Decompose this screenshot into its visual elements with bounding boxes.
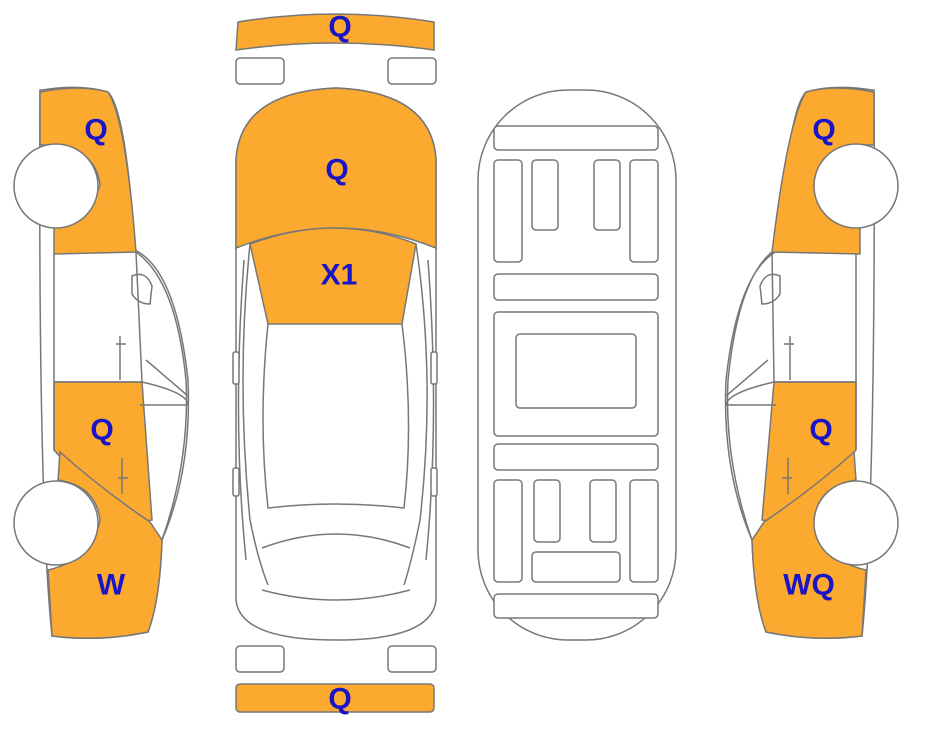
left-rear-quarter-label: W xyxy=(97,569,126,602)
floor-right-rail-front xyxy=(629,159,659,263)
floor-seat-rl xyxy=(533,479,561,543)
floor-right-rail-rear xyxy=(629,479,659,583)
right-mirror xyxy=(430,351,438,385)
floor-rear-bar xyxy=(493,593,659,619)
left-side-view: Q Q W xyxy=(13,86,190,639)
rear-bumper-label: Q xyxy=(328,683,351,716)
left-window xyxy=(131,273,153,305)
front-bumper-label: Q xyxy=(328,11,351,44)
floor-mid-bar-2 xyxy=(493,443,659,471)
front-left-light xyxy=(235,57,285,85)
floor-seat-rr xyxy=(589,479,617,543)
left-rear-quarter-panel xyxy=(47,450,163,639)
left-front-handle xyxy=(116,336,126,380)
left-body-line xyxy=(242,243,269,586)
right-rear-quarter-label: WQ xyxy=(783,569,835,602)
left-rear-handle xyxy=(118,458,128,494)
right-front-fender-label: Q xyxy=(812,114,835,147)
rear-left-light xyxy=(235,645,285,673)
right-front-wheel xyxy=(813,143,899,229)
right-side-view: Q Q WQ xyxy=(724,86,899,639)
cabin-outline xyxy=(262,323,410,509)
left-mirror xyxy=(232,351,240,385)
trunk-line xyxy=(261,589,411,601)
underside-view xyxy=(477,89,677,641)
floor-seat-fr xyxy=(593,159,621,231)
right-front-handle xyxy=(784,336,794,380)
right-rear-handle xyxy=(782,458,792,494)
right-rear-door-label: Q xyxy=(809,414,832,447)
front-bumper-panel xyxy=(235,13,435,51)
floor-rear-block xyxy=(531,551,621,583)
floor-left-rail-front xyxy=(493,159,523,263)
floor-left-rail-rear xyxy=(493,479,523,583)
left-inner-line xyxy=(237,259,247,561)
left-door-lines xyxy=(53,251,189,541)
floor-front-bar xyxy=(493,125,659,151)
left-rear-door-label: Q xyxy=(90,414,113,447)
rear-bumper-panel xyxy=(235,683,435,713)
right-window xyxy=(759,273,781,305)
floor-center-panel xyxy=(515,333,637,409)
windshield-panel xyxy=(249,227,417,325)
top-view: Q Q X1 Q xyxy=(232,11,438,716)
left-front-wheel xyxy=(13,143,99,229)
right-body-line xyxy=(403,243,428,586)
floor-seat-fl xyxy=(531,159,559,231)
right-inner-line xyxy=(425,259,435,561)
hood-label: Q xyxy=(325,154,348,187)
floor-mid-bar-1 xyxy=(493,273,659,301)
rear-right-light xyxy=(387,645,437,673)
right-rear-wheel xyxy=(813,480,899,566)
front-right-light xyxy=(387,57,437,85)
left-rear-wheel xyxy=(13,480,99,566)
rear-window-line xyxy=(261,533,411,549)
windshield-label: X1 xyxy=(321,259,358,292)
right-rear-mark xyxy=(430,467,438,497)
left-front-fender-label: Q xyxy=(84,114,107,147)
right-door-lines xyxy=(725,251,857,541)
left-rear-mark xyxy=(232,467,240,497)
